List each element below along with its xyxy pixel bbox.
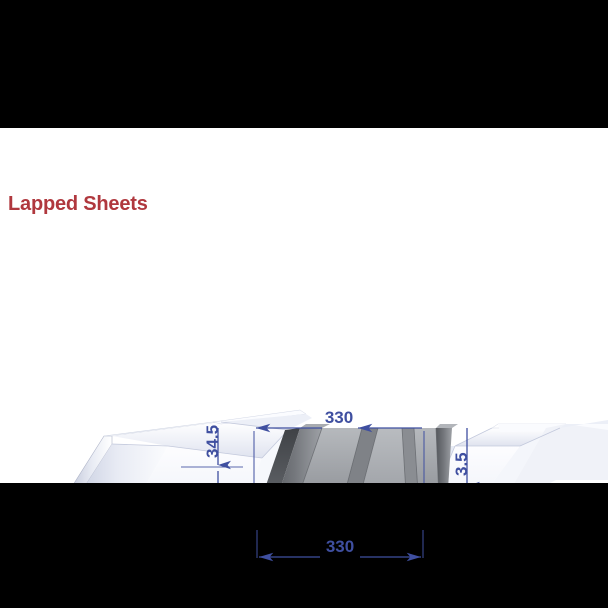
left-valley-flange [146, 446, 262, 483]
right-top-slope [560, 420, 608, 428]
lap-left-web [282, 428, 322, 483]
cover-width-text: 330 [326, 537, 354, 556]
lap-center-pan [363, 428, 406, 483]
letterbox-bar-bottom [0, 483, 608, 608]
right-outer-face [514, 424, 608, 483]
letterbox-bar-top [0, 0, 608, 128]
dimension-label-rib-depth: 34.5 [203, 425, 222, 458]
lap-inner-right-rib [402, 428, 418, 483]
dark-sheet-creases [302, 427, 439, 483]
right-valley-flange [439, 446, 520, 483]
dimension-label-cover-width: 330 [325, 408, 353, 427]
left-upper-pan [112, 422, 288, 458]
right-upper-pan [455, 428, 560, 446]
lap-right-shoulder [414, 428, 439, 483]
page-title: Lapped Sheets [8, 193, 148, 215]
lap-left-edge [266, 428, 300, 483]
dimension-cover-width [253, 423, 425, 483]
lap-right-crown [436, 424, 458, 428]
left-rib-web [86, 444, 168, 483]
lap-inner-left-rib [347, 428, 378, 483]
lap-left-crown [300, 424, 330, 428]
lap-left-shoulder [302, 428, 362, 483]
cover-width-overlay: 330 [256, 530, 424, 562]
dark-lapped-sheet [266, 424, 458, 483]
lap-right-web [436, 428, 452, 483]
dimension-rib-depth [181, 428, 243, 483]
dimension-label-thickness: 3.5 [452, 452, 471, 476]
left-edge-lip [73, 435, 113, 483]
dimension-sheet-thickness [466, 428, 480, 483]
right-far-face [492, 428, 560, 483]
left-second-ridge [221, 414, 312, 430]
diagram-content-panel: Lapped Sheets [0, 128, 608, 562]
lapped-sheets-figure: 34.5 3.5 330 [0, 128, 608, 483]
